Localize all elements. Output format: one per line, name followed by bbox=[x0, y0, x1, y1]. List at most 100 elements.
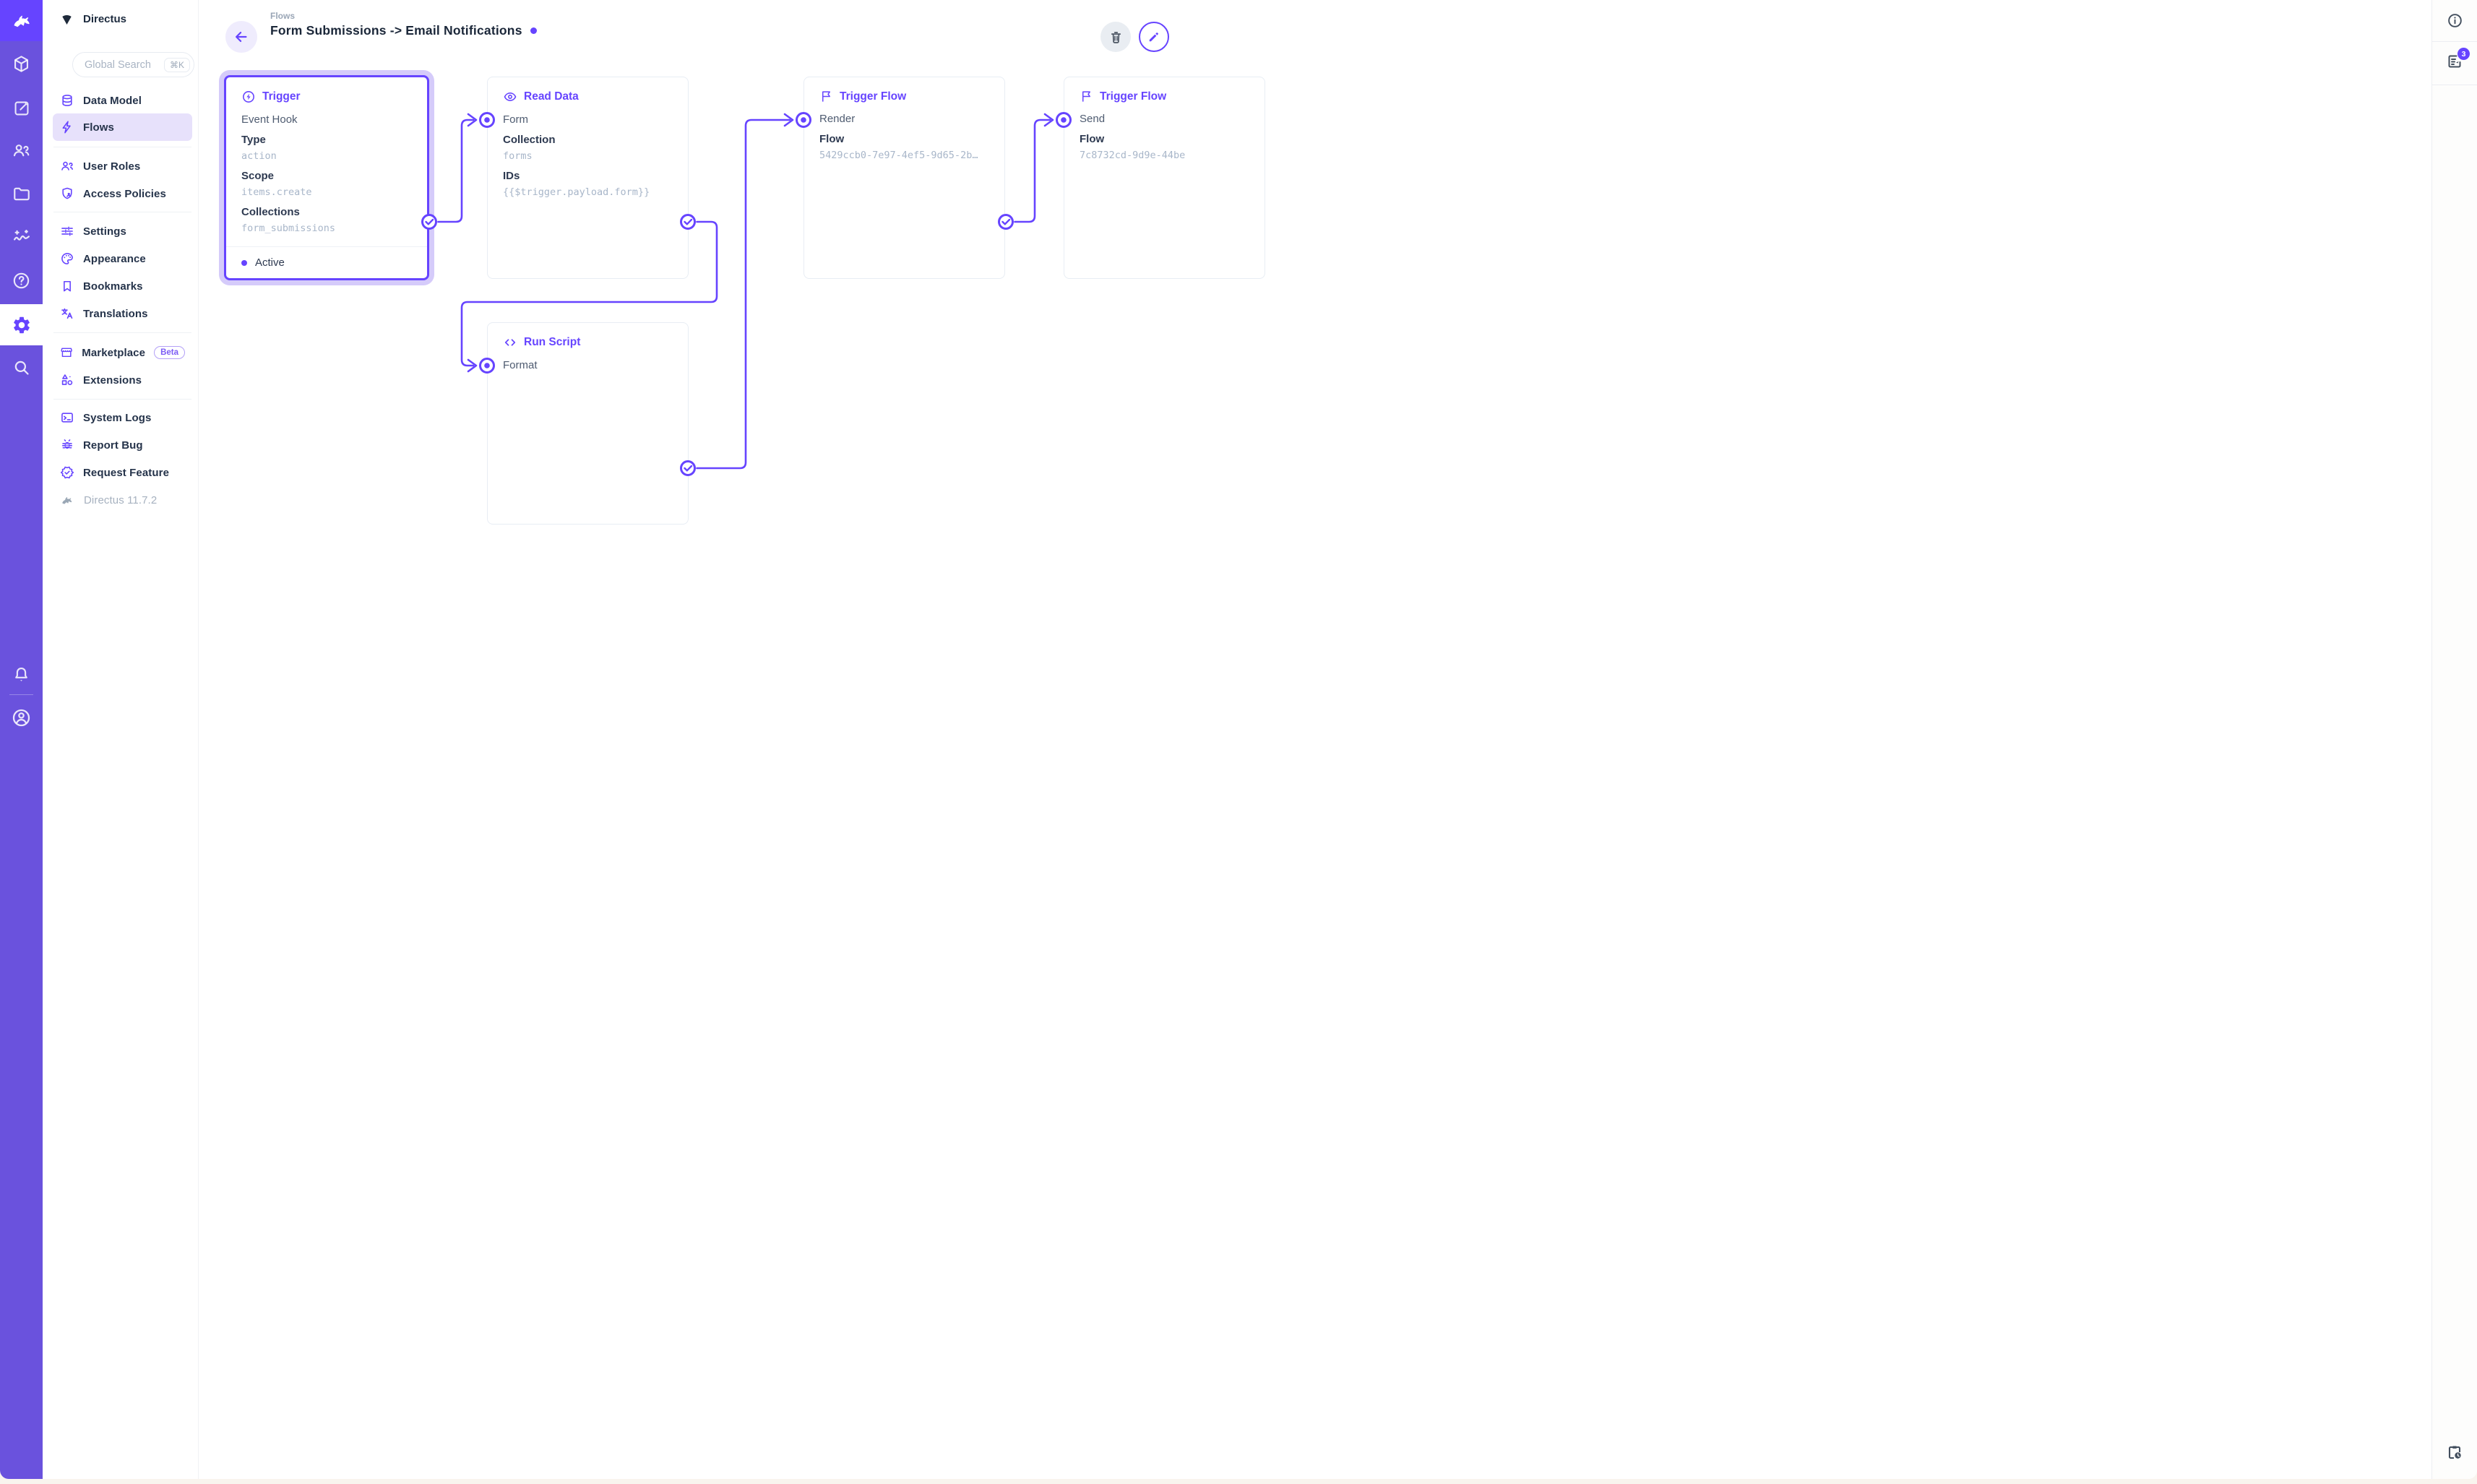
flow-panel-read-data[interactable]: Read Data Form Collection forms IDs {{$t… bbox=[487, 77, 689, 279]
module-settings-active[interactable] bbox=[0, 304, 43, 345]
flow-canvas: Flows Form Submissions -> Email Notifica… bbox=[199, 0, 2431, 1479]
people-icon bbox=[61, 161, 73, 171]
avatar-icon bbox=[12, 709, 30, 726]
panel-title: Trigger bbox=[262, 90, 301, 103]
panel-title: Read Data bbox=[524, 90, 579, 103]
clipboard-clock-icon bbox=[2448, 1446, 2461, 1459]
active-dot bbox=[241, 259, 247, 266]
flag-icon bbox=[1082, 91, 1091, 102]
arrowhead-icon bbox=[1043, 113, 1054, 127]
pending-revisions-button[interactable] bbox=[2432, 1436, 2477, 1469]
connector-input-run-script[interactable] bbox=[479, 358, 495, 374]
terminal-icon bbox=[61, 413, 73, 423]
connector-input-send[interactable] bbox=[1056, 112, 1072, 128]
input-connectors bbox=[479, 112, 1072, 374]
project-chooser[interactable]: Directus bbox=[60, 12, 126, 26]
global-search: ⌘K bbox=[72, 52, 194, 77]
wire-run-script-to-render bbox=[696, 118, 791, 470]
notifications-button[interactable] bbox=[0, 657, 43, 691]
sidebar-item-extensions[interactable]: Extensions bbox=[53, 366, 192, 394]
insights-icon bbox=[13, 230, 30, 241]
wire-trigger-to-read-data bbox=[437, 118, 475, 223]
shapes-icon bbox=[61, 374, 73, 385]
logs-icon bbox=[2448, 55, 2461, 68]
sidebar-item-appearance[interactable]: Appearance bbox=[53, 245, 192, 272]
sidebar-item-user-roles[interactable]: User Roles bbox=[53, 152, 192, 180]
logs-count-badge: 3 bbox=[2457, 48, 2470, 60]
connector-output-read-data[interactable] bbox=[680, 214, 696, 230]
logs-button[interactable]: 3 bbox=[2432, 42, 2477, 85]
seal-check-icon bbox=[60, 466, 74, 479]
flag-icon bbox=[822, 91, 831, 102]
panel-name: Form bbox=[503, 113, 528, 126]
nav-divider bbox=[53, 399, 191, 400]
connector-input-render[interactable] bbox=[796, 112, 811, 128]
arrowhead-icon bbox=[783, 113, 794, 127]
connector-output-trigger[interactable] bbox=[421, 214, 437, 230]
users-icon bbox=[13, 144, 30, 156]
sidebar-item-bookmarks[interactable]: Bookmarks bbox=[53, 272, 192, 300]
edit-square-icon bbox=[14, 101, 28, 116]
account-button[interactable] bbox=[0, 700, 43, 735]
directus-logo[interactable] bbox=[0, 0, 43, 41]
delete-button[interactable] bbox=[1100, 22, 1131, 52]
flow-panel-trigger-flow-send[interactable]: Trigger Flow Send Flow 7c8732cd-9d9e-44b… bbox=[1064, 77, 1265, 279]
bolt-icon bbox=[62, 121, 71, 134]
search-input[interactable] bbox=[83, 58, 160, 72]
storefront-icon bbox=[61, 348, 72, 358]
flow-status-dot bbox=[530, 27, 537, 34]
arrow-left-icon bbox=[236, 31, 247, 43]
sidebar-item-report-bug[interactable]: Report Bug bbox=[53, 431, 192, 459]
sidebar-item-flows[interactable]: Flows bbox=[53, 113, 192, 141]
module-docs[interactable] bbox=[0, 263, 43, 298]
pencil-icon bbox=[1149, 33, 1158, 42]
panel-name: Send bbox=[1080, 113, 1106, 125]
sidebar-item-translations[interactable]: Translations bbox=[53, 300, 192, 327]
module-editor[interactable] bbox=[0, 91, 43, 126]
breadcrumb: Flows bbox=[270, 11, 296, 21]
beta-badge: Beta bbox=[154, 346, 185, 359]
tune-icon bbox=[61, 226, 73, 236]
search-shortcut: ⌘K bbox=[163, 57, 190, 72]
panel-name: Render bbox=[819, 113, 856, 125]
trash-icon bbox=[1111, 31, 1121, 43]
search-icon bbox=[14, 361, 29, 375]
palette-icon bbox=[61, 253, 73, 264]
sidebar-item-settings[interactable]: Settings bbox=[53, 217, 192, 245]
version-row: Directus 11.7.2 bbox=[53, 486, 192, 514]
connector-output-run-script[interactable] bbox=[680, 460, 696, 476]
flow-panel-run-script[interactable]: Run Script Format bbox=[487, 322, 689, 525]
module-bar-divider bbox=[9, 694, 33, 695]
status-label: Active bbox=[255, 256, 285, 269]
info-icon bbox=[2447, 14, 2462, 27]
trigger-status: Active bbox=[226, 246, 427, 278]
sidebar-item-system-logs[interactable]: System Logs bbox=[53, 404, 192, 431]
flow-panel-trigger[interactable]: Trigger Event Hook Type action Scope ite… bbox=[224, 75, 429, 280]
bug-icon bbox=[61, 439, 73, 449]
bell-icon bbox=[15, 667, 27, 681]
sidebar-item-data-model[interactable]: Data Model bbox=[53, 87, 192, 114]
module-insights[interactable] bbox=[0, 220, 43, 254]
sidebar-item-request-feature[interactable]: Request Feature bbox=[53, 459, 192, 486]
arrowhead-icon bbox=[467, 113, 478, 127]
right-sidebar: 3 bbox=[2431, 0, 2477, 1479]
code-icon bbox=[504, 339, 516, 346]
panel-name: Event Hook bbox=[241, 113, 298, 126]
project-icon bbox=[62, 14, 72, 25]
edit-button[interactable] bbox=[1139, 22, 1169, 52]
module-users[interactable] bbox=[0, 133, 43, 168]
shield-user-icon bbox=[62, 187, 72, 199]
panel-title: Trigger Flow bbox=[1100, 90, 1167, 103]
nav-divider bbox=[53, 332, 191, 333]
back-button[interactable] bbox=[225, 21, 257, 53]
module-search[interactable] bbox=[0, 350, 43, 384]
sidebar-item-marketplace[interactable]: Marketplace Beta bbox=[53, 339, 192, 366]
module-files[interactable] bbox=[0, 176, 43, 211]
directus-rabbit-icon bbox=[62, 496, 72, 504]
connector-output-render[interactable] bbox=[998, 214, 1014, 230]
flow-panel-trigger-flow-render[interactable]: Trigger Flow Render Flow 5429ccb0-7e97-4… bbox=[804, 77, 1005, 279]
sidebar-item-access-policies[interactable]: Access Policies bbox=[53, 180, 192, 207]
module-content[interactable] bbox=[0, 46, 43, 81]
flow-info-button[interactable] bbox=[2432, 0, 2477, 42]
connector-input-read-data[interactable] bbox=[479, 112, 495, 128]
